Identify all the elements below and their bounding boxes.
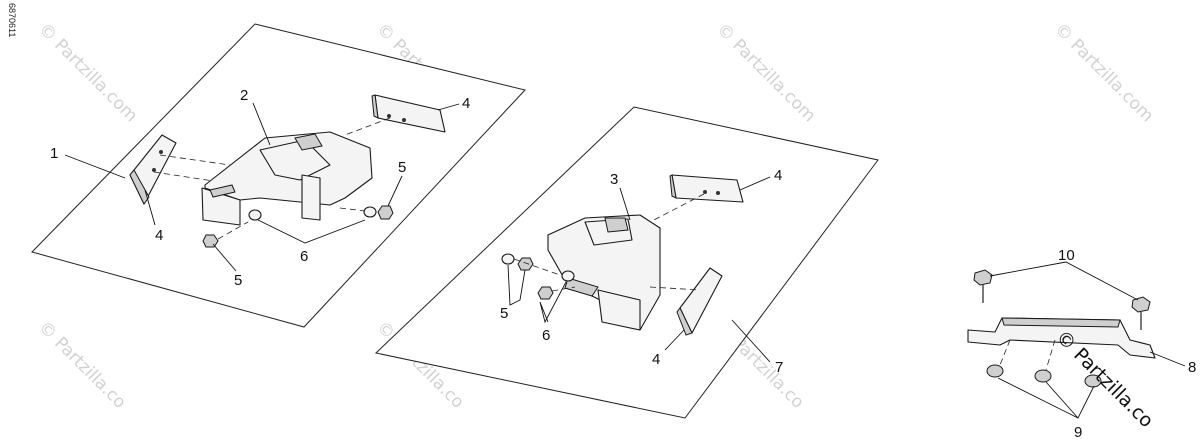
callout-4: 4 [774, 167, 782, 184]
nuts-part-9 [986, 364, 1102, 388]
leader-10 [989, 261, 1139, 301]
callout-10: 10 [1058, 247, 1075, 264]
leader-2 [252, 102, 271, 146]
watermark: © Partzilla.com [34, 19, 141, 126]
callout-4: 4 [462, 95, 470, 112]
leader-7 [731, 319, 771, 363]
leader-4a [437, 103, 460, 111]
callout-3: 3 [610, 171, 618, 188]
callout-8: 8 [1188, 359, 1196, 376]
washer-nut-middle [501, 253, 575, 300]
callout-5: 5 [234, 272, 242, 289]
callout-6: 6 [542, 327, 550, 344]
reflector-left-part-4 [129, 134, 177, 205]
leader-5c [507, 264, 526, 306]
leader-3 [619, 187, 631, 221]
callout-5: 5 [500, 305, 508, 322]
reflector-right-part-4 [371, 94, 446, 133]
watermark: © Partzilla.co [34, 317, 129, 412]
left-assembly: 1 2 4 4 5 5 6 [31, 23, 526, 328]
mount-bar-part-8 [967, 317, 1156, 359]
callout-2: 2 [240, 87, 248, 104]
right-assembly: 10 8 9 © Partzilla.co [967, 247, 1196, 441]
callout-4: 4 [652, 351, 660, 368]
leader-5a [387, 175, 403, 207]
leader-4c [739, 176, 771, 191]
callout-9: 9 [1074, 424, 1082, 441]
leader-6b [539, 281, 567, 324]
leader-8 [1149, 351, 1186, 367]
watermark: © Partzilla.com [712, 19, 819, 126]
reflector-top-part-4 [669, 174, 744, 203]
middle-assembly: 3 4 4 5 6 7 [374, 106, 879, 419]
callout-5: 5 [398, 159, 406, 176]
watermark: © Partzilla.com [1050, 19, 1157, 126]
callout-6: 6 [300, 248, 308, 265]
callout-4: 4 [155, 227, 163, 244]
reflector-bottom-part-4 [676, 267, 723, 336]
leader-9 [997, 377, 1095, 419]
bracket-part-2 [201, 131, 373, 226]
bracket-part-3 [547, 214, 661, 331]
leader-6 [257, 219, 366, 244]
leader-4d [664, 329, 685, 351]
washer-nut-left [202, 205, 394, 248]
bolts-part-10 [973, 269, 1151, 330]
leader-1 [64, 154, 126, 179]
leader-4b [144, 189, 156, 226]
callout-7: 7 [775, 359, 783, 376]
document-id: 6870611 [7, 3, 17, 37]
leader-5b [212, 243, 237, 272]
callout-1: 1 [50, 145, 58, 162]
